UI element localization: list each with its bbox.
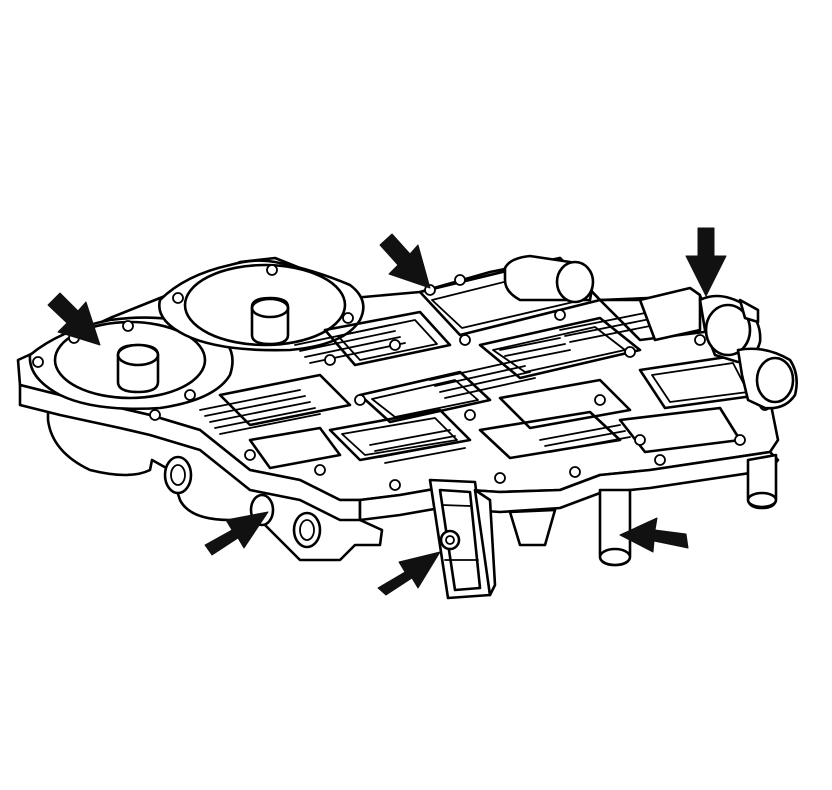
locating-posts xyxy=(508,453,778,567)
callout-arrow-upper-right xyxy=(685,227,727,297)
bracket xyxy=(428,478,497,600)
callout-arrow-lower-center xyxy=(377,551,441,596)
callout-arrow-lower-left xyxy=(204,511,269,556)
center-accumulator xyxy=(122,259,365,352)
callout-arrow-lower-right xyxy=(619,517,689,553)
solenoid-assembly xyxy=(503,254,798,410)
channel-pattern xyxy=(149,256,771,491)
lower-housing xyxy=(46,390,384,562)
callout-arrows xyxy=(47,227,727,596)
callout-arrow-upper-center xyxy=(379,233,431,289)
callout-arrow-upper-left xyxy=(47,292,101,346)
